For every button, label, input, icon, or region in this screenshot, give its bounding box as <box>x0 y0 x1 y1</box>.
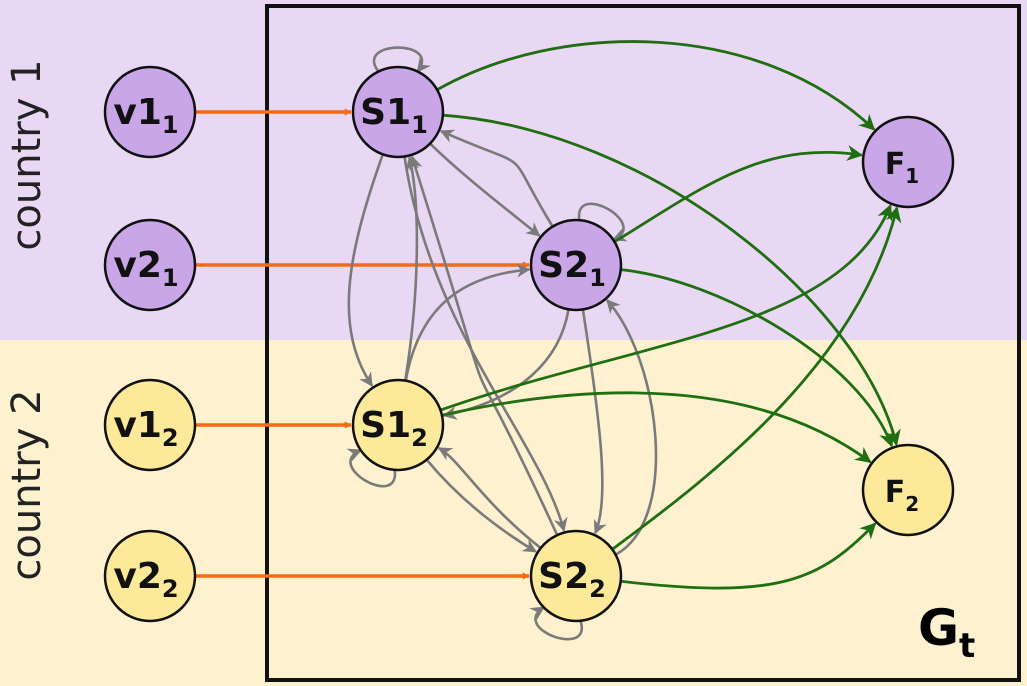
node-v1_2-label: v12 <box>113 405 178 452</box>
node-S1_1-label: S11 <box>360 92 428 139</box>
node-S1_1-circle <box>351 65 445 159</box>
edge-S2_2-to-F_1 <box>611 206 902 551</box>
node-F_1-main: F <box>885 147 906 182</box>
node-F_2: F2 <box>861 443 955 537</box>
edge-S1_2-to-F_2 <box>441 391 872 464</box>
edge-S2_2-to-S1_1 <box>409 155 559 536</box>
node-S2_1-sub: 1 <box>589 264 606 292</box>
country-1-label: country 1 <box>4 59 50 250</box>
edge-S1_1-to-F_2 <box>442 113 901 446</box>
node-v2_1-circle <box>103 218 197 312</box>
node-S1_2-main: S1 <box>360 405 411 446</box>
edge-S1_1-to-F_1 <box>436 40 876 131</box>
edge-S1_1-to-S1_2 <box>347 153 385 387</box>
node-v1_2-main: v1 <box>113 405 162 446</box>
graph-label-sub: t <box>959 626 975 666</box>
node-v1_1-main: v1 <box>113 92 162 133</box>
node-S1_1-main: S1 <box>360 92 411 133</box>
edge-S2_2-to-S2_1 <box>606 299 658 556</box>
graph-frame <box>265 4 1021 682</box>
node-v2_1-sub: 1 <box>162 264 179 292</box>
edge-S1_1-to-S1_1 <box>372 46 431 73</box>
node-v2_2-label: v22 <box>113 556 178 603</box>
graph-label: Gt <box>918 599 975 666</box>
node-v2_2: v22 <box>103 529 197 623</box>
edge-S2_1-to-F_1 <box>613 145 864 243</box>
node-v1_2: v12 <box>103 378 197 472</box>
node-v2_1: v21 <box>103 218 197 312</box>
node-S2_2-circle <box>529 529 623 623</box>
node-S2_2: S22 <box>529 529 623 623</box>
edge-S1_2-to-S2_2 <box>425 458 537 553</box>
node-v2_1-label: v21 <box>113 245 178 292</box>
node-F_2-label: F2 <box>885 475 919 516</box>
edge-S2_2-to-S1_2 <box>437 446 542 550</box>
edge-S1_2-to-S1_2 <box>346 448 397 488</box>
node-S2_1-label: S21 <box>538 245 606 292</box>
edge-S2_1-to-S1_1 <box>439 129 554 228</box>
node-v2_1-main: v2 <box>113 245 162 286</box>
node-v1_2-sub: 2 <box>162 424 179 452</box>
edge-S1_2-to-S1_1 <box>403 156 420 381</box>
country-2-label: country 2 <box>4 389 50 580</box>
node-F_1-sub: 1 <box>905 164 919 188</box>
edge-S2_2-to-F_2 <box>620 522 877 590</box>
edge-S1_2-to-F_1 <box>439 204 893 412</box>
node-F_1-label: F1 <box>885 147 919 188</box>
node-v2_2-circle <box>103 529 197 623</box>
node-S2_1-main: S2 <box>538 245 589 286</box>
graph-label-main: G <box>918 599 959 657</box>
edge-S2_1-to-S2_2 <box>581 309 607 535</box>
edges-layer <box>195 40 902 641</box>
node-v2_2-sub: 2 <box>162 575 179 603</box>
node-S1_1-sub: 1 <box>411 111 428 139</box>
node-v1_1: v11 <box>103 65 197 159</box>
node-v1_1-sub: 1 <box>162 111 179 139</box>
edge-S1_2-to-S2_1 <box>404 263 531 381</box>
node-S1_1: S11 <box>351 65 445 159</box>
node-S2_1-circle <box>529 218 623 312</box>
node-F_2-circle <box>861 443 955 537</box>
node-v1_1-circle <box>103 65 197 159</box>
node-S1_2-sub: 2 <box>411 424 428 452</box>
node-F_2-sub: 2 <box>905 492 919 516</box>
node-S2_1: S21 <box>529 218 623 312</box>
edge-S2_2-to-S2_2 <box>529 606 584 641</box>
edge-S2_1-to-F_2 <box>620 268 895 448</box>
node-S2_2-sub: 2 <box>589 575 606 603</box>
node-S1_2: S12 <box>351 378 445 472</box>
node-v1_2-circle <box>103 378 197 472</box>
node-v1_1-label: v11 <box>113 92 178 139</box>
node-F_1: F1 <box>861 115 955 209</box>
edge-S2_1-to-S2_1 <box>577 202 628 242</box>
edge-S1_1-to-S2_1 <box>429 142 541 237</box>
edge-S1_1-to-S2_2 <box>403 156 568 532</box>
node-v2_2-main: v2 <box>113 556 162 597</box>
node-S2_2-label: S22 <box>538 556 606 603</box>
node-S1_2-label: S12 <box>360 405 428 452</box>
node-S1_2-circle <box>351 378 445 472</box>
node-S2_2-main: S2 <box>538 556 589 597</box>
node-F_1-circle <box>861 115 955 209</box>
node-F_2-main: F <box>885 475 906 510</box>
